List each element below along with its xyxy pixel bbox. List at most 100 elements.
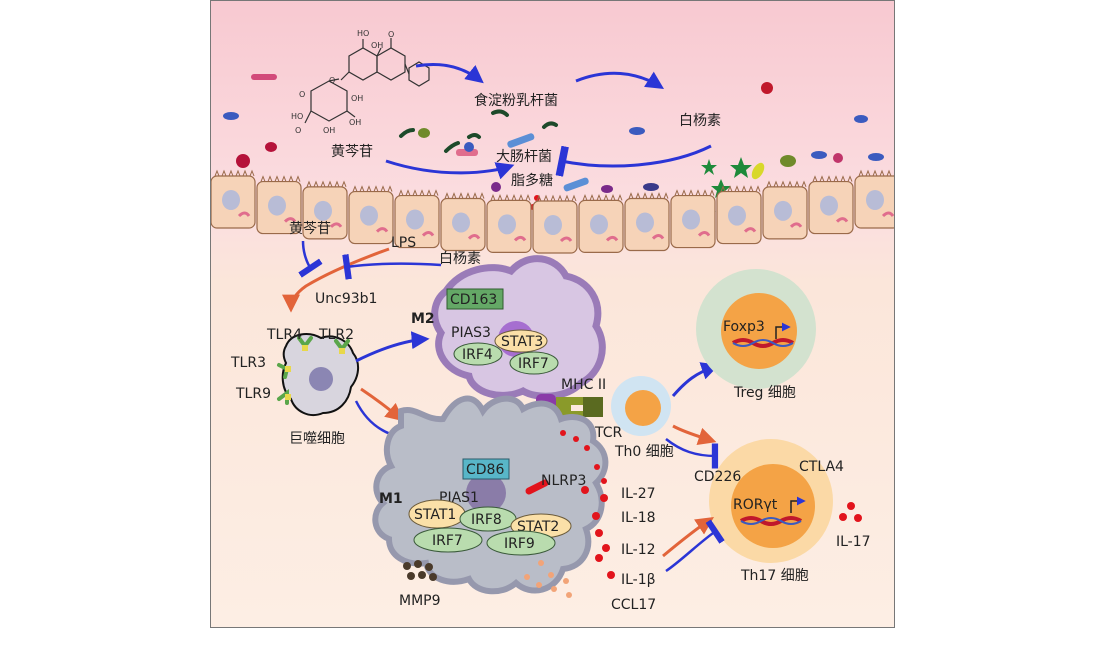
arrow-th0-to-th17 (672, 424, 717, 445)
label-cd86: CD86 (466, 462, 504, 478)
mitochondria (329, 222, 343, 228)
mol-ho-3: HO (291, 112, 303, 121)
mitochondria (513, 235, 527, 242)
epithelial-nucleus (498, 214, 516, 235)
label-cd163: CD163 (450, 292, 497, 308)
label-stat1: STAT1 (414, 507, 456, 523)
microvilli (766, 180, 807, 188)
label-il18: IL-18 (621, 510, 656, 526)
label-nlrp3: NLRP3 (541, 473, 586, 489)
inhibit-chrysin-ecoli (555, 144, 712, 177)
mol-oh-2: OH (371, 41, 383, 50)
label-ecoli: 大肠杆菌 (496, 149, 552, 165)
label-ctla4: CTLA4 (799, 459, 844, 475)
arrow-macrophage-to-m2 (355, 331, 430, 363)
label-cd226: CD226 (694, 469, 741, 485)
inhibit-baicalin-unc93b1 (298, 240, 323, 278)
label-ccl17: CCL17 (611, 597, 656, 613)
microvilli (812, 175, 853, 182)
epithelial-nucleus (544, 215, 562, 235)
epithelial-nucleus (314, 200, 332, 221)
label-tlr9: TLR9 (235, 386, 271, 402)
label-il17: IL-17 (836, 534, 871, 550)
tcr-stem-icon (583, 397, 603, 417)
mol-o-3: O (299, 90, 305, 99)
cd163-box (446, 288, 504, 310)
label-irf7-m1: IRF7 (432, 533, 463, 549)
microvilli (306, 180, 347, 188)
epithelial-nucleus (636, 212, 654, 233)
inhibit-cytokines-th17 (665, 519, 725, 573)
label-foxp3: Foxp3 (723, 319, 765, 335)
m1-nucleus (466, 473, 506, 513)
label-m1: M1 (379, 491, 403, 507)
mol-oh-1: HO (357, 29, 369, 38)
label-il27: IL-27 (621, 486, 656, 502)
ccl17-dots (524, 560, 572, 598)
stat3-oval (494, 329, 548, 353)
mitochondria (375, 227, 389, 233)
foxp3-promoter-icon (775, 322, 791, 339)
mmp9-dots (403, 560, 437, 581)
label-m2: M2 (411, 311, 435, 327)
label-mmp9: MMP9 (399, 593, 441, 609)
lactobacillus-icons (399, 109, 558, 153)
inhibit-th0-th17 (665, 438, 719, 469)
treg-dna-icon (731, 338, 795, 348)
mitochondria (697, 231, 711, 237)
irf4-oval (453, 342, 503, 366)
cytokine-dots (560, 430, 615, 579)
microvilli (260, 175, 301, 182)
label-macrophage: 巨噬细胞 (289, 431, 345, 447)
mol-oh-4: OH (351, 94, 363, 103)
arrow-baicalin-to-ecoli (385, 159, 515, 180)
mol-o-2: O (329, 76, 335, 85)
label-irf8: IRF8 (471, 512, 502, 528)
bacteria-icons (223, 74, 884, 193)
epithelial-nucleus (406, 209, 424, 230)
treg-nucleus (721, 293, 797, 369)
mitochondria (605, 235, 619, 242)
epithelial-nucleus (360, 205, 378, 226)
label-th0: Th0 细胞 (614, 444, 674, 460)
microvilli (444, 192, 485, 199)
label-chrysin-top: 白杨素 (679, 113, 721, 129)
cd86-box (462, 458, 510, 480)
label-tcr: TCR (594, 425, 623, 441)
epithelial-nucleus (682, 209, 700, 230)
arrow-lps-to-tlr (282, 247, 390, 313)
nlrp3-icon (525, 479, 549, 495)
label-pias3: PIAS3 (451, 325, 491, 341)
microvilli (490, 194, 531, 201)
label-lactobacillus: 食淀粉乳杆菌 (474, 92, 558, 109)
mitochondria (789, 222, 803, 228)
microvilli (720, 185, 761, 192)
arrow-macrophage-to-m1 (360, 387, 404, 422)
epithelial-nucleus (728, 205, 746, 226)
epithelial-nucleus (774, 200, 792, 221)
microvilli (536, 194, 577, 202)
mitochondria (743, 227, 757, 233)
microvilli (214, 169, 255, 177)
tcr-icon (556, 397, 583, 417)
baicalin-molecule-icon (304, 38, 430, 124)
label-tlr4: TLR4 (266, 327, 302, 343)
mitochondria (467, 234, 481, 240)
epithelial-nucleus (820, 195, 838, 216)
label-stat3: STAT3 (501, 334, 543, 350)
label-unc93b1: Unc93b1 (315, 291, 377, 307)
microvilli (398, 189, 439, 196)
label-lps: LPS (391, 235, 416, 251)
diagram-panel: HO OH O O O HO O OH OH OH 黄芩苷 食淀粉乳杆菌 白杨素… (210, 0, 895, 628)
mitochondria (283, 217, 297, 223)
microvilli (858, 169, 894, 177)
mitochondria (835, 217, 849, 223)
mol-oh-6: OH (323, 126, 335, 135)
th17-nucleus (731, 464, 815, 548)
mol-oh-5: OH (349, 118, 361, 127)
arrow-lacto-to-chrysin (575, 71, 665, 89)
microvilli (674, 189, 715, 196)
label-tlr3: TLR3 (230, 355, 266, 371)
label-th17: Th17 细胞 (740, 568, 809, 584)
label-irf7-m2: IRF7 (518, 356, 549, 372)
